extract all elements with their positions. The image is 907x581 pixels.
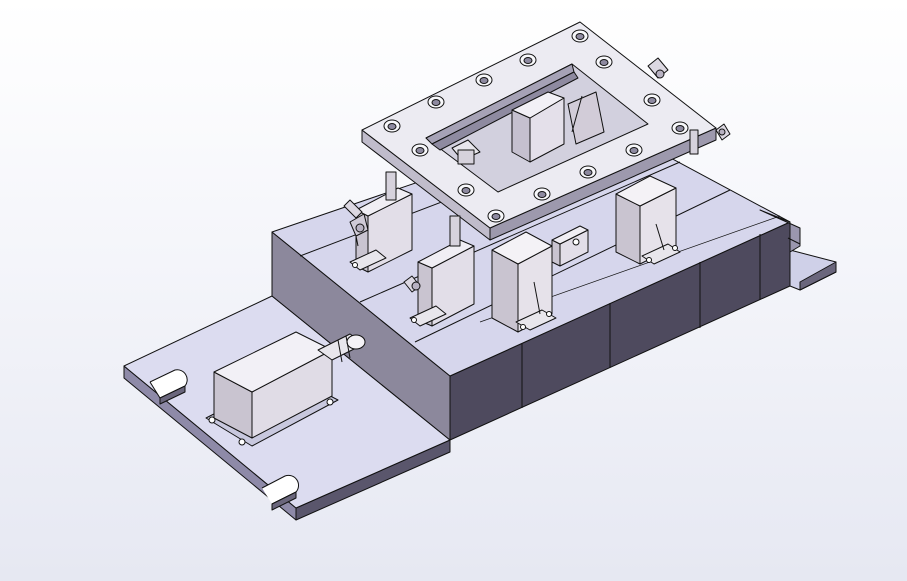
bolt-hole-bore bbox=[479, 77, 489, 84]
bolt-hole-bore bbox=[575, 33, 585, 40]
bolt-hole-bore bbox=[629, 147, 639, 154]
support-column-right bbox=[615, 175, 681, 265]
bolt-hole-bore bbox=[675, 125, 685, 132]
pneumatic-cylinder-icon bbox=[205, 331, 366, 447]
bolt-hole-bore bbox=[415, 147, 425, 154]
bolt-hole-bore bbox=[583, 169, 593, 176]
bolt-hole-bore bbox=[491, 213, 501, 220]
frame-supports bbox=[385, 129, 699, 247]
bolt-hole-bore bbox=[647, 97, 657, 104]
plate-slot-bottom bbox=[261, 474, 300, 511]
bolt-hole-bore bbox=[461, 187, 471, 194]
bolt-hole-bore bbox=[387, 123, 397, 130]
bolt-hole-bore bbox=[431, 99, 441, 106]
bolt-hole-bore bbox=[523, 57, 533, 64]
toggle-clamp-icon bbox=[343, 199, 369, 247]
bolt-hole-bore bbox=[599, 59, 609, 66]
clamp-block-center bbox=[403, 239, 475, 327]
bolt-hole-icon bbox=[383, 29, 689, 223]
support-column-front bbox=[491, 231, 557, 333]
right-end-block bbox=[759, 209, 801, 253]
bolt-hole-bore bbox=[537, 191, 547, 198]
plate-slot-top bbox=[149, 369, 188, 405]
upper-frame bbox=[361, 21, 717, 241]
locating-block bbox=[551, 225, 589, 267]
frame-clamp-right bbox=[647, 57, 731, 141]
